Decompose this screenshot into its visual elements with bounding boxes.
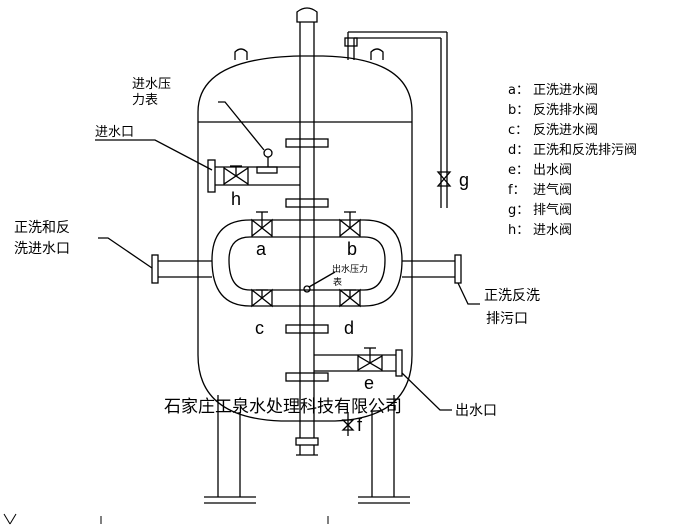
legend-text: 反洗排水阀: [533, 103, 598, 118]
inlet-leader-line: [95, 139, 213, 171]
legend-text: 排气阀: [533, 202, 572, 218]
valve-letter-f: f: [357, 415, 363, 435]
forward-back-inlet-label-2: 洗进水口: [14, 241, 70, 257]
forward-back-drain-label-1: 正洗反洗: [484, 288, 540, 304]
left-side-pipe: [98, 237, 212, 284]
valve-letter-g: g: [459, 170, 469, 190]
legend-key: a：: [508, 83, 529, 98]
air-inlet-valve-f-icon: [341, 412, 355, 436]
valve-letter-a: a: [256, 239, 267, 259]
outlet-pressure-gauge-icon: [303, 271, 336, 293]
inlet-pressure-gauge-icon: [218, 101, 273, 158]
valve-letter-e: e: [364, 373, 374, 393]
legend-key: c：: [508, 123, 528, 138]
valve-letter-h: h: [231, 189, 241, 209]
tank-body: [197, 48, 413, 422]
legend-key: h：: [508, 223, 529, 238]
valve-d-icon: [339, 288, 361, 308]
vent-valve-g-icon: [436, 171, 452, 187]
legend-key: b：: [508, 103, 529, 118]
valve-a-icon: [251, 211, 273, 238]
corner-marks: [3, 513, 329, 525]
valve-letter-d: d: [344, 318, 354, 338]
legend-key: f：: [508, 183, 526, 198]
outlet-pressure-gauge-label-1: 出水压力: [332, 263, 368, 275]
inlet-label: 进水口: [95, 125, 134, 140]
valve-letter-c: c: [255, 318, 264, 338]
legend-text: 出水阀: [533, 163, 572, 178]
company-name: 石家庄工泉水处理科技有限公司: [164, 397, 402, 417]
inlet-pressure-gauge-label-2: 力表: [132, 93, 158, 108]
legend-text: 正洗进水阀: [533, 83, 598, 98]
right-side-pipe: [402, 254, 480, 305]
valve-letter-b: b: [347, 239, 357, 259]
legend-key: d：: [508, 143, 529, 158]
outlet-label: 出水口: [455, 403, 497, 419]
valve-c-icon: [251, 288, 273, 308]
legend-text: 反洗进水阀: [533, 123, 598, 138]
outlet-pipe: [314, 347, 452, 411]
distribution-ring: [211, 219, 403, 307]
legend-key: g：: [508, 203, 529, 218]
inlet-pipe: [207, 157, 300, 193]
forward-back-inlet-label-1: 正洗和反: [14, 220, 70, 236]
valve-legend: a： 正洗进水阀 b： 反洗排水阀 c： 反洗进水阀 d： 正洗和反洗排污阀 e…: [508, 83, 637, 238]
central-pipe: [285, 7, 329, 456]
vent-pipe: [344, 31, 448, 208]
valve-b-icon: [339, 211, 361, 238]
legend-text: 正洗和反洗排污阀: [533, 143, 637, 158]
inlet-pressure-gauge-label-1: 进水压: [132, 77, 171, 92]
legend-key: e：: [508, 163, 529, 178]
tank-legs: [204, 395, 410, 504]
forward-back-drain-label-2: 排污口: [486, 311, 528, 327]
legend-text: 进气阀: [533, 182, 572, 198]
legend-text: 进水阀: [533, 223, 572, 238]
outlet-pressure-gauge-label-2: 表: [333, 276, 342, 288]
